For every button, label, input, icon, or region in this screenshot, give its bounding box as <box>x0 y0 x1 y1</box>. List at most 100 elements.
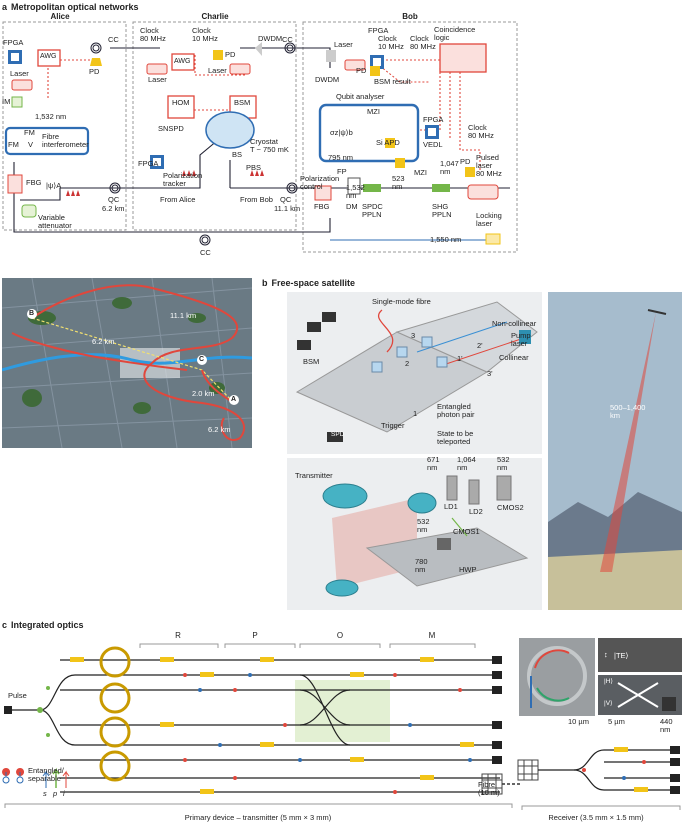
panel-a-title-text: Metropolitan optical networks <box>11 2 139 12</box>
map-marker-b: B <box>29 310 35 317</box>
charlie-fpga-label: FPGA <box>138 159 159 168</box>
alice-fm2: FM <box>8 140 19 149</box>
alice-wavelength: 1,532 nm <box>35 112 67 121</box>
label-port-3: 3 <box>411 331 416 340</box>
satellite-scene <box>548 292 682 610</box>
map-distance-2: 6.2 km <box>92 337 115 346</box>
bob-clock80b-label: Clock 80 MHz <box>468 123 494 140</box>
bob-mzi-label: MZI <box>367 107 380 116</box>
legend-s-label: s <box>43 789 47 798</box>
bob-mzi2-label: MZI <box>414 168 427 177</box>
te-state-label: |TE⟩ <box>614 651 629 660</box>
bob-shg-label: SHG PPLN <box>432 202 452 219</box>
charlie-pd-label: PD <box>225 50 236 59</box>
alice-psi-label: |ψ⟩A <box>46 181 62 190</box>
v-state-label: |V⟩ <box>604 700 613 707</box>
satellite-distance-label: 500–1,400 km <box>610 403 646 420</box>
charlie-cryostat-label: Cryostat T ~ 750 mK <box>250 137 289 154</box>
label-bsm: BSM <box>303 357 320 366</box>
label-pump-laser: Pump laser <box>511 331 531 348</box>
panel-letter-a: a <box>2 2 8 12</box>
label-state-to-be-teleported: State to be teleported <box>437 429 474 446</box>
bob-pol-control-label: Polarization control <box>300 174 340 191</box>
charlie-clock80-label: Clock 80 MHz <box>140 26 166 43</box>
bob-psi-label: σz|ψ⟩b <box>330 128 353 137</box>
map-distance-4: 6.2 km <box>208 425 231 434</box>
alice-fpga-label: FPGA <box>3 38 24 47</box>
alice-awg-label: AWG <box>40 53 57 60</box>
map-marker-c: C <box>199 356 205 363</box>
label-single-mode-fibre: Single-mode fibre <box>372 297 431 306</box>
node-bob-label: Bob <box>402 12 418 21</box>
stage-o-label: O <box>336 631 344 640</box>
legend-entangled-label: Entangled/ separable <box>28 766 64 783</box>
panel-b-title-text: Free-space satellite <box>271 278 356 288</box>
node-charlie-label: Charlie <box>201 12 229 21</box>
alice-box <box>2 21 127 231</box>
bob-fpga-label: FPGA <box>368 26 389 35</box>
label-ld1: LD1 <box>444 502 458 511</box>
satellite-upper-setup: Single-mode fibre BSM Non-collinear Pump… <box>287 292 542 454</box>
scale-5um-label: 5 µm <box>608 717 625 726</box>
alice-distance-label: 6.2 km <box>102 204 125 213</box>
pol-splitter-micrograph: |H⟩ |V⟩ <box>598 675 682 715</box>
alice-laser-label: Laser <box>10 69 29 78</box>
stage-m-label: M <box>428 631 436 640</box>
charlie-cc-label: CC <box>108 35 119 44</box>
label-trigger: Trigger <box>381 421 405 430</box>
label-port-3p: 3' <box>487 369 493 378</box>
bob-cc-label: CC <box>282 35 293 44</box>
bob-clock80-label: Clock 80 MHz <box>410 34 436 51</box>
bob-523nm-label: 523 nm <box>392 174 405 191</box>
bob-fbg-label: FBG <box>314 202 330 211</box>
primary-device-label: Primary device – transmitter (5 mm × 3 m… <box>184 813 332 822</box>
panel-c-title-text: Integrated optics <box>11 620 84 630</box>
charlie-bs-label: BS <box>232 150 243 159</box>
ring-image <box>519 638 595 716</box>
bob-coincidence-label: Coincidence logic <box>434 25 476 42</box>
legend-p-label: p <box>53 789 58 798</box>
bob-si-apd-label: Si APD <box>376 138 400 147</box>
alice-qc-label: QC <box>108 195 120 204</box>
label-port-1p: 1' <box>457 354 463 363</box>
bob-pd-label: PD <box>356 66 367 75</box>
label-port-1: 1 <box>413 409 418 418</box>
panel-letter-c: c <box>2 620 8 630</box>
charlie-hom-label: HOM <box>172 98 190 107</box>
bob-fpga2-label: FPGA <box>423 115 444 124</box>
label-780nm: 780 nm <box>415 557 428 574</box>
te-micrograph: ↕ |TE⟩ <box>598 638 682 672</box>
metro-map: 11.1 km 6.2 km 2.0 km 6.2 km B C A <box>2 278 252 448</box>
bob-box <box>302 21 518 253</box>
satellite-lower-setup: Transmitter 671 nm 1,064 nm 532 nm LD1 L… <box>287 455 542 610</box>
receiver-diagram <box>517 746 681 810</box>
alice-attenuator-label: Variable attenuator <box>38 213 72 230</box>
label-non-collinear: Non-collinear <box>492 319 537 328</box>
label-collinear: Collinear <box>499 353 529 362</box>
bob-vedl-label: VEDL <box>423 140 443 149</box>
charlie-laser-right-label: Laser <box>208 66 227 75</box>
charlie-snspd-label: SNSPD <box>158 124 184 133</box>
label-671nm: 671 nm <box>427 455 440 472</box>
charlie-qc-label: QC <box>280 195 292 204</box>
alice-fbg-label: FBG <box>26 178 42 187</box>
label-hwp: HWP <box>459 565 477 574</box>
bob-bsm-result-label: BSM result <box>374 77 411 86</box>
alice-pd-label: PD <box>89 67 100 76</box>
label-spd: SPD <box>331 431 345 438</box>
charlie-dwdm-label: DWDM <box>258 34 283 43</box>
map-distance-1: 11.1 km <box>170 311 197 320</box>
stage-r-label: R <box>175 631 181 640</box>
label-port-2p: 2' <box>477 341 483 350</box>
bob-laser-label: Laser <box>334 40 353 49</box>
label-532nm-lower: 532 nm <box>417 517 430 534</box>
node-alice-label: Alice <box>50 12 70 21</box>
bob-dm-label: DM <box>346 202 358 211</box>
charlie-laser-left-label: Laser <box>148 75 167 84</box>
label-532nm-top: 532 nm <box>497 455 510 472</box>
fibre-label: Fibre (10 m) <box>478 780 500 797</box>
network-diagram <box>2 21 518 253</box>
charlie-from-bob-label: From Bob <box>240 195 273 204</box>
